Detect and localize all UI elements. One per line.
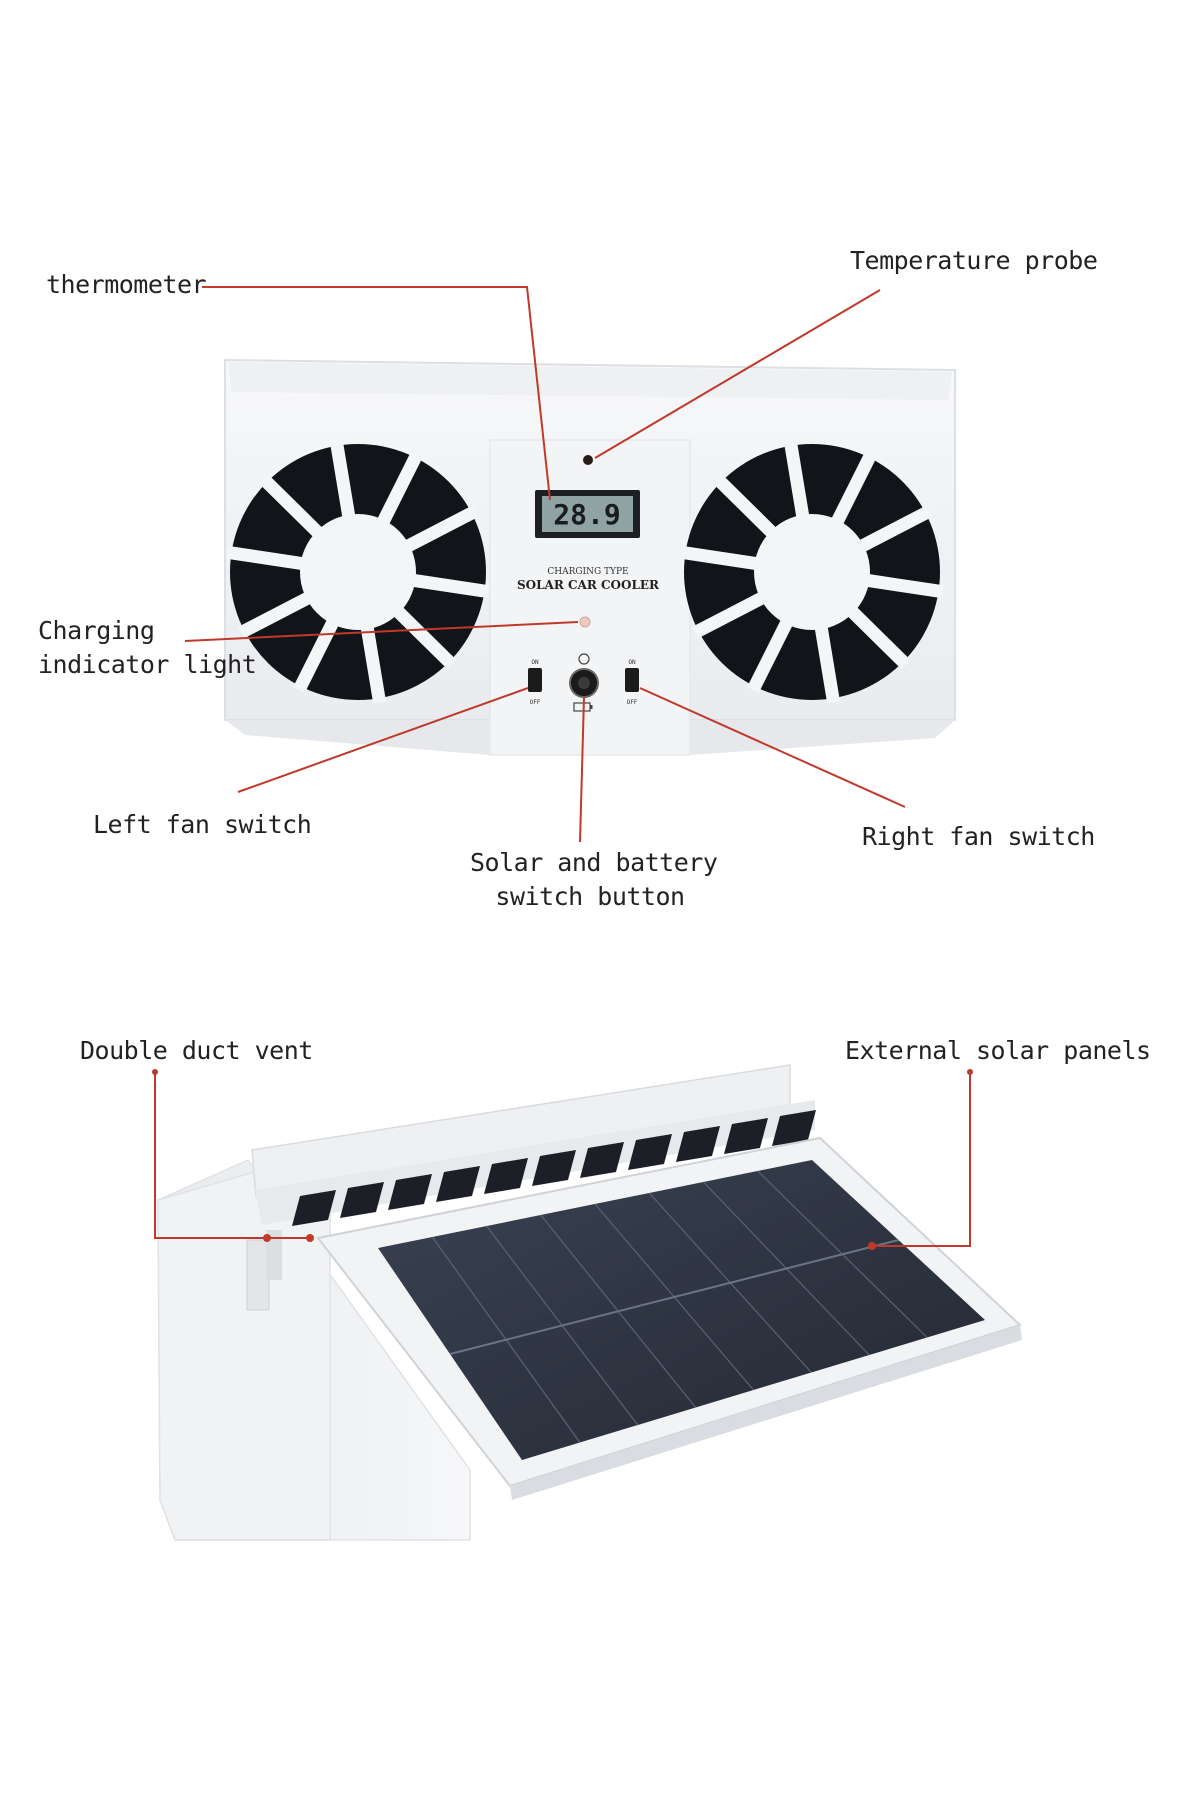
double-duct-vent [292,1110,816,1226]
vent-slat [772,1110,816,1146]
label-double-duct-vent: Double duct vent [80,1036,313,1065]
vent-leader-dot-top [152,1069,158,1075]
label-charging-line-1: Charging [38,616,155,645]
external-solar-panel [378,1160,985,1460]
side-clip-tab [266,1230,282,1280]
charging-indicator-led [579,616,591,628]
vent-slat [628,1134,672,1170]
solar-cell-grid [431,1170,928,1443]
fan-gap [259,474,325,539]
solar-battery-button-center [578,677,590,689]
vent-slat [388,1174,432,1210]
vent-slat [676,1126,720,1162]
fan-gap [747,617,794,693]
leader-temperature-probe [594,289,881,459]
fan-gap [845,605,911,670]
vent-slat [724,1118,768,1154]
vent-slat [580,1142,624,1178]
fan-gap [360,624,386,704]
temperature-probe-dot [583,455,593,465]
vent-leader-dot-2 [306,1234,314,1242]
label-solar-line-1: Solar and battery [470,848,718,877]
side-clip [246,1239,270,1311]
battery-icon [573,702,593,712]
fan-gap [376,451,423,527]
fan-gap [237,591,314,639]
fan-gap [691,591,768,639]
label-temperature-probe: Temperature probe [850,246,1098,275]
leader-left-fan-switch [237,687,529,793]
label-left-fan-switch: Left fan switch [93,810,312,839]
top-leader-lines [184,286,906,843]
leader-double-duct-vent [154,1072,310,1239]
label-charging-indicator: Charging indicator light [38,614,257,682]
fan-gap [784,440,810,520]
leader-thermometer [202,286,551,501]
fan-gap [410,573,490,599]
fan-gap [713,474,779,539]
lcd-screen [542,496,633,532]
fan-gap [830,451,877,527]
fan-gap [680,545,760,571]
fan-gap [402,505,479,553]
solar-panel-edge [510,1325,1022,1500]
fan-gap [293,617,340,693]
fan-gap [226,545,306,571]
vent-leader-dot-1 [263,1234,271,1242]
vent-slat [532,1150,576,1186]
right-wing-bottom [690,720,955,755]
left-switch-off-text: OFF [530,699,541,706]
leader-charging-indicator [184,621,579,642]
left-switch-on-text: ON [531,659,539,666]
fan-hub [754,514,870,630]
label-right-fan-switch: Right fan switch [862,822,1095,851]
right-switch-on-text: ON [628,659,636,666]
fan-gap [814,624,840,704]
cooler-front-view: 28.9 CHARGING TYPE SOLAR CAR COOLER ON O… [224,358,956,756]
fan-gap [330,440,356,520]
fan-hub [300,514,416,630]
leader-external-solar-panels [872,1072,971,1247]
right-fan-switch[interactable] [625,668,639,692]
label-solar-line-2: switch button [495,882,685,911]
device-title-small: CHARGING TYPE [547,567,628,577]
label-solar-battery-switch: Solar and battery switch button [470,846,718,914]
sun-icon [578,653,590,665]
right-fan [680,440,944,704]
device-title: SOLAR CAR COOLER [517,578,660,592]
fan-gap [864,573,944,599]
vent-slat [484,1158,528,1194]
leader-solar-battery-switch [579,696,585,843]
label-external-solar-panels: External solar panels [845,1036,1151,1065]
leader-right-fan-switch [639,687,906,808]
vent-slat [292,1190,336,1226]
right-switch-off-text: OFF [627,699,638,706]
lcd-reading: 28.9 [553,498,620,531]
vent-slat [436,1166,480,1202]
panel-leader-dot-top [967,1069,973,1075]
fan-gap [391,605,457,670]
bottom-leader-lines [154,1072,971,1247]
label-charging-line-2: indicator light [38,650,257,679]
cooler-angled-view [157,1064,1022,1541]
vent-slat [340,1182,384,1218]
left-fan-switch[interactable] [528,668,542,692]
leader-end-dots [152,1069,973,1250]
panel-leader-dot [868,1242,876,1250]
label-thermometer: thermometer [46,270,207,299]
fan-gap [856,505,933,553]
left-wing-bottom [225,720,490,755]
cooler-top-rim [228,362,952,400]
solar-cell-divider [449,1239,899,1355]
